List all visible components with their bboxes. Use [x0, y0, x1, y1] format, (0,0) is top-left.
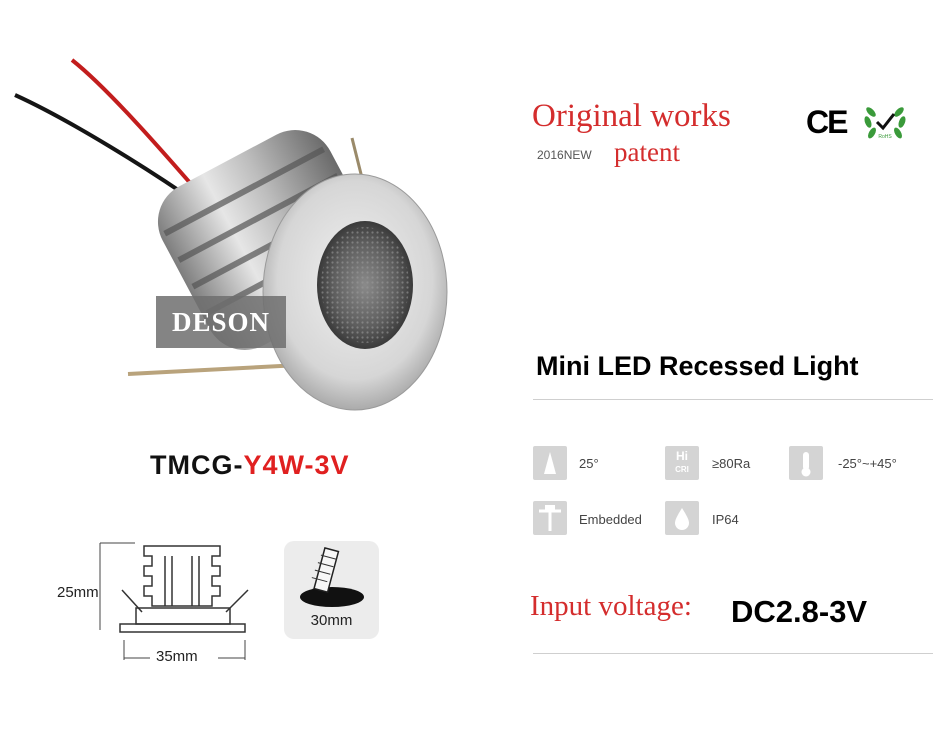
input-voltage-value: DC2.8-3V	[731, 594, 868, 629]
beam-angle-icon	[533, 446, 567, 480]
ip-rating-value: IP64	[712, 512, 739, 527]
rohs-icon: RoHS	[864, 107, 906, 140]
beam-angle-value: 25°	[579, 456, 599, 471]
product-photo	[14, 58, 448, 411]
cri-value: ≥80Ra	[712, 456, 751, 471]
rohs-text: RoHS	[878, 134, 892, 140]
model-name: TMCG-Y4W-3V	[150, 450, 349, 481]
height-dimension-label: 25mm	[57, 584, 99, 601]
width-dimension-label: 35mm	[156, 648, 198, 665]
red-wire	[70, 58, 207, 202]
high-cri-icon-bottom-text: CRI	[675, 465, 689, 474]
waterproof-drop-icon	[665, 501, 699, 535]
cutout-hole-icon	[300, 547, 364, 607]
watermark: DESON	[156, 296, 286, 348]
high-cri-icon: Hi CRI	[665, 446, 699, 480]
year-label: 2016NEW	[537, 148, 592, 162]
bottom-divider	[533, 653, 933, 654]
cutout-dimension-label: 30mm	[310, 612, 353, 629]
temperature-range-value: -25°~+45°	[838, 456, 897, 471]
original-works-title: Original works	[532, 98, 731, 134]
dimension-drawing	[99, 542, 249, 660]
title-divider	[533, 399, 933, 400]
installation-type-value: Embedded	[579, 512, 642, 527]
embedded-icon	[533, 501, 567, 535]
high-cri-icon-top-text: Hi	[676, 449, 688, 463]
black-wire	[14, 93, 202, 207]
thermometer-icon	[789, 446, 823, 480]
product-title: Mini LED Recessed Light	[536, 351, 859, 381]
model-suffix: Y4W-3V	[243, 450, 350, 480]
patent-label: patent	[614, 137, 680, 167]
cutout-illustration	[284, 541, 379, 639]
ce-mark-icon: CE	[806, 104, 848, 140]
input-voltage-label: Input voltage:	[530, 590, 692, 622]
spring-pin-bottom	[127, 363, 301, 376]
model-prefix: TMCG-	[150, 450, 244, 480]
